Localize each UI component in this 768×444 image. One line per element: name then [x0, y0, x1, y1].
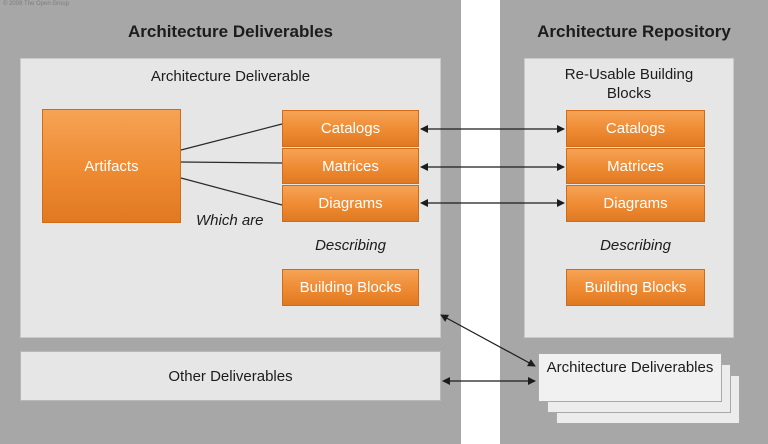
deliverable-to-stack-arrow	[440, 314, 536, 367]
catalogs-box-right: Catalogs	[566, 110, 705, 147]
other-deliverables-box: Other Deliverables	[20, 351, 441, 401]
diagrams-box-left: Diagrams	[282, 185, 419, 222]
copyright-notice: © 2008 The Open Group	[3, 1, 70, 7]
catalogs-box-left: Catalogs	[282, 110, 419, 147]
architecture-deliverables-stack-label: Architecture Deliverables	[546, 359, 714, 376]
reusable-building-blocks-title: Re-Usable Building Blocks	[564, 66, 694, 102]
building-blocks-box-right: Building Blocks	[566, 269, 705, 306]
architecture-deliverable-title: Architecture Deliverable	[150, 68, 311, 85]
artifacts-to-matrices-line	[180, 161, 283, 164]
describing-label-left: Describing	[315, 237, 386, 254]
architecture-repository-title: Architecture Repository	[537, 22, 731, 41]
architecture-deliverables-title: Architecture Deliverables	[127, 22, 334, 41]
artifacts-to-catalogs-line	[180, 123, 283, 151]
artifacts-box: Artifacts	[42, 109, 181, 223]
artifacts-to-diagrams-line	[180, 177, 283, 206]
describing-label-right: Describing	[600, 237, 671, 254]
which-are-label: Which are	[196, 212, 264, 229]
diagrams-box-right: Diagrams	[566, 185, 705, 222]
stacked-page-front	[538, 353, 722, 402]
matrices-box-right: Matrices	[566, 148, 705, 184]
matrices-box-left: Matrices	[282, 148, 419, 184]
building-blocks-box-left: Building Blocks	[282, 269, 419, 306]
